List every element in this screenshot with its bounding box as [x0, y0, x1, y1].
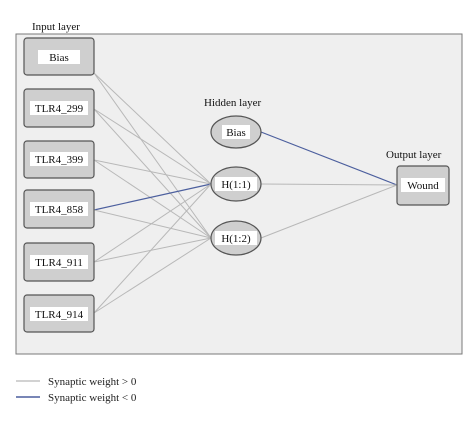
hidden-node-h12: H(1:2) [210, 220, 262, 256]
hidden-node-h11: H(1:1) [210, 166, 262, 202]
connections-group [93, 72, 398, 314]
input-node-tlr4-911: TLR4_911 [23, 242, 95, 282]
connection-negative [93, 183, 212, 211]
legend-negative-label: Synaptic weight < 0 [48, 392, 137, 404]
output-node-label: Wound [407, 180, 439, 192]
hidden-node-bias: Bias [210, 115, 262, 149]
connection-positive [93, 108, 212, 239]
input-node-tlr4-858: TLR4_858 [23, 189, 95, 229]
hidden-layer-title: Hidden layer [204, 97, 261, 109]
hidden-node-label: H(1:1) [221, 179, 251, 191]
connection-positive [260, 183, 398, 186]
connection-positive [93, 72, 212, 239]
input-node-label: TLR4_911 [35, 257, 83, 269]
input-node-tlr4-914: TLR4_914 [23, 294, 95, 333]
input-node-bias: Bias [23, 37, 95, 76]
hidden-node-label: Bias [226, 127, 246, 139]
connection-negative [260, 131, 398, 186]
input-node-tlr4-299: TLR4_299 [23, 88, 95, 128]
input-node-label: TLR4_858 [35, 204, 84, 216]
connection-positive [93, 237, 212, 314]
output-node-wound: Wound [396, 165, 450, 206]
connection-positive [93, 108, 212, 185]
connection-positive [93, 209, 212, 239]
connection-positive [93, 183, 212, 263]
connection-positive [93, 237, 212, 263]
connection-positive [260, 184, 398, 239]
input-layer-title: Input layer [32, 21, 80, 33]
input-node-tlr4-399: TLR4_399 [23, 140, 95, 179]
input-node-label: TLR4_399 [35, 154, 84, 166]
input-node-label: TLR4_914 [35, 309, 84, 321]
input-node-label: TLR4_299 [35, 103, 84, 115]
connection-positive [93, 183, 212, 314]
output-layer-title: Output layer [386, 149, 442, 161]
connection-positive [93, 159, 212, 239]
connection-positive [93, 159, 212, 185]
connection-positive [93, 72, 212, 185]
input-node-label: Bias [49, 52, 69, 64]
legend: Synaptic weight > 0 Synaptic weight < 0 [16, 376, 137, 404]
legend-positive-label: Synaptic weight > 0 [48, 376, 137, 388]
hidden-node-label: H(1:2) [221, 233, 251, 245]
